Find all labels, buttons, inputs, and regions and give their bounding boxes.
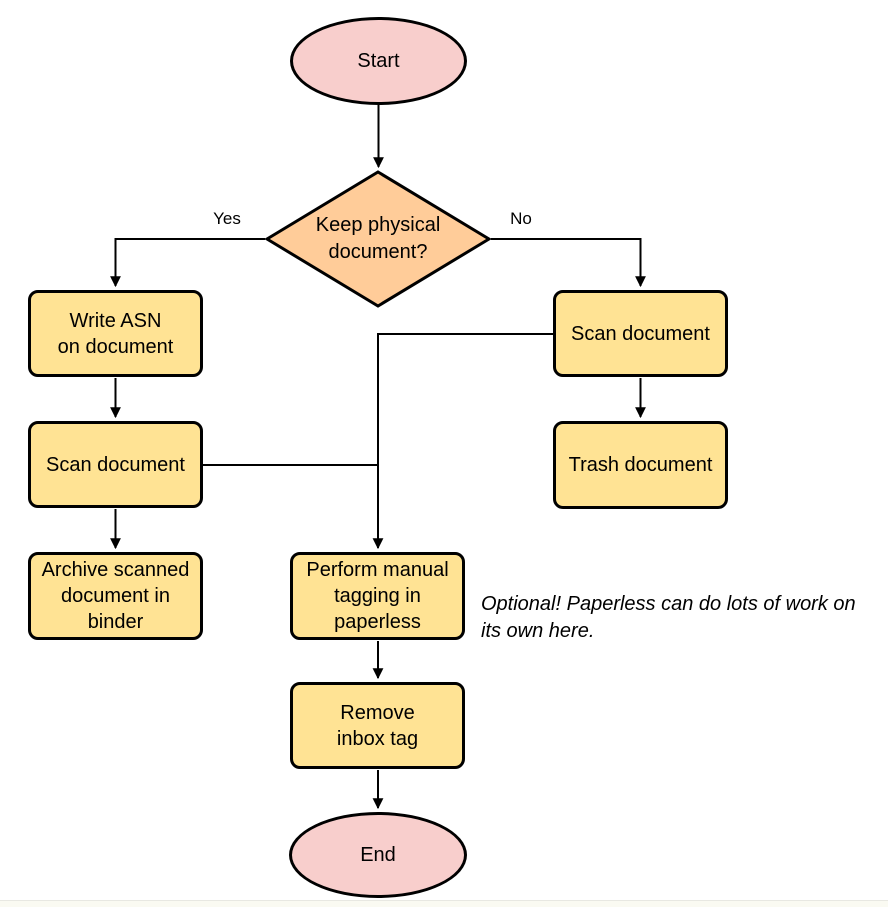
edge-decision-yes: [110, 238, 265, 288]
decision-node-label: Keep physical document?: [315, 214, 441, 263]
write-asn-node: Write ASN on document: [28, 290, 203, 377]
archive-document-node: Archive scanned document in binder: [28, 552, 203, 640]
optional-note-text: Optional! Paperless can do lots of work …: [481, 593, 856, 642]
decision-node: Keep physical document?: [264, 170, 492, 308]
manual-tagging-node: Perform manual tagging in paperless: [290, 552, 465, 640]
decision-diamond-shape: [264, 170, 492, 308]
edge-scanright-to-tagging: [372, 333, 553, 550]
start-node: Start: [290, 17, 467, 105]
remove-inbox-tag-node: Remove inbox tag: [290, 682, 465, 769]
trash-document-node: Trash document: [553, 421, 728, 509]
scan-document-left-node: Scan document: [28, 421, 203, 508]
scan-document-right-node: Scan document: [553, 290, 728, 377]
edge-decision-no: [491, 238, 646, 288]
yes-edge-label: Yes: [213, 209, 241, 228]
end-node: End: [289, 812, 467, 898]
no-edge-label: No: [510, 209, 532, 228]
page-bottom-strip: [0, 900, 888, 907]
